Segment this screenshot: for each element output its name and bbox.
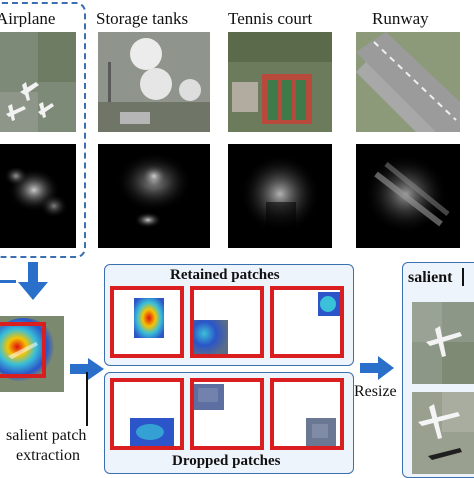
resize-label: Resize — [354, 383, 397, 400]
retained-patch-1 — [134, 298, 164, 338]
storage-tanks-aerial-image — [98, 32, 210, 132]
dropped-patches-title: Dropped patches — [172, 453, 281, 469]
resized-patch-image-2 — [412, 392, 474, 474]
extraction-label-line1: salient patch — [6, 427, 87, 444]
connector-line — [86, 372, 88, 426]
retained-patches-title: Retained patches — [170, 267, 280, 283]
category-label-storage-tanks: Storage tanks — [96, 9, 189, 28]
category-label-tennis-court: Tennis court — [228, 9, 313, 28]
runway-saliency-map — [356, 144, 460, 248]
salient-title-cursor — [462, 268, 464, 286]
tennis-court-saliency-map — [228, 144, 332, 248]
salient-region-frame — [0, 322, 46, 378]
dropped-patch-2 — [194, 384, 224, 410]
left-connector-icon — [0, 280, 16, 283]
tennis-court-aerial-image — [228, 32, 332, 132]
retained-patch-3 — [318, 292, 340, 316]
retained-patch-2 — [194, 320, 228, 354]
runway-aerial-image — [356, 32, 460, 132]
category-label-airplane: Airplane — [0, 10, 56, 27]
airplane-group-frame — [0, 2, 86, 258]
down-arrow-icon — [18, 262, 48, 302]
salient-panel-title: salient — [408, 269, 453, 286]
storage-tanks-saliency-map — [98, 144, 210, 248]
dropped-patch-3 — [306, 418, 336, 446]
dropped-patch-1 — [130, 418, 174, 446]
category-label-runway: Runway — [372, 9, 429, 28]
extraction-label-line2: extraction — [16, 447, 80, 464]
airplane-aerial-image — [0, 32, 76, 132]
right-arrow-icon — [70, 358, 104, 380]
resized-patch-image-1 — [412, 302, 474, 384]
resize-arrow-icon — [360, 356, 394, 380]
airplane-saliency-map — [0, 144, 76, 248]
